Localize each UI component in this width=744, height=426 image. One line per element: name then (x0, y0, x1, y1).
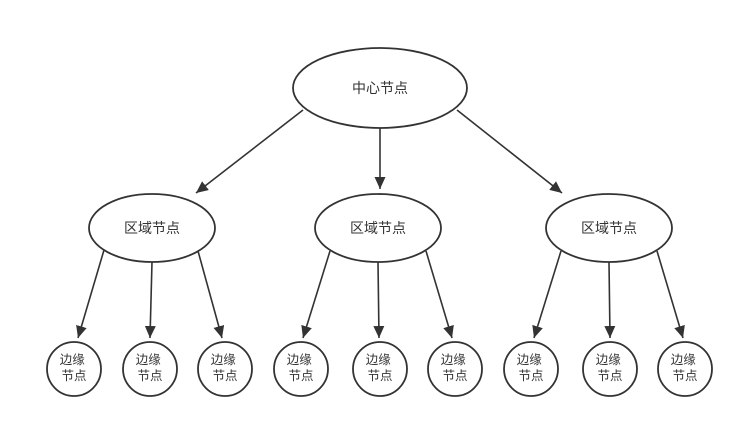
edge-node-8-label-line1: 边缘 (596, 353, 622, 367)
edge-node-2-label-line1: 边缘 (136, 353, 162, 367)
edge-node-3-label-line1: 边缘 (211, 353, 237, 367)
edge-node-9: 边缘 节点 (657, 341, 713, 397)
edge-node-3-label: 边缘 节点 (211, 353, 240, 383)
edge-node-5: 边缘 节点 (352, 341, 408, 397)
region-node-2-label: 区域节点 (350, 220, 406, 236)
edge-node-4-label-line1: 边缘 (287, 353, 313, 367)
region-node-1: 区域节点 (88, 193, 216, 263)
edge-node-4-label: 边缘 节点 (287, 353, 316, 383)
edge-node-6-label-line2: 节点 (442, 369, 467, 383)
region-node-2-ellipse (314, 193, 442, 263)
edge-node-3-circle (197, 341, 253, 397)
edge-node-9-label-line2: 节点 (672, 369, 697, 383)
edge-node-5-label: 边缘 节点 (366, 353, 395, 383)
edge-node-9-label-line1: 边缘 (671, 353, 697, 367)
edge-node-7-label-line2: 节点 (518, 369, 543, 383)
edge-node-8: 边缘 节点 (582, 341, 638, 397)
edge-node-8-circle (582, 341, 638, 397)
connector-region3-to-edge-7 (532, 250, 562, 339)
central-node-ellipse (292, 47, 468, 129)
edge-node-7-circle (503, 341, 559, 397)
edge-node-1: 边缘 节点 (46, 341, 102, 397)
edge-node-5-circle (352, 341, 408, 397)
edge-node-1-label: 边缘 节点 (60, 353, 89, 383)
connector-region2-to-edge-5 (373, 261, 385, 339)
connector-region3-to-edge-9 (656, 250, 685, 339)
edge-node-7-label-line1: 边缘 (517, 353, 543, 367)
edge-node-2: 边缘 节点 (122, 341, 178, 397)
connector-root-to-region-3 (456, 109, 563, 194)
edge-node-2-circle (122, 341, 178, 397)
edge-node-6-circle (427, 341, 483, 397)
connectors-level-1 (195, 109, 563, 194)
edge-node-8-label: 边缘 节点 (596, 353, 625, 383)
edge-node-4: 边缘 节点 (273, 341, 329, 397)
edge-node-7-label: 边缘 节点 (517, 353, 546, 383)
edge-node-1-label-line2: 节点 (61, 369, 86, 383)
connector-region3-to-edge-8 (604, 261, 616, 339)
connectors-level-2 (76, 249, 685, 339)
region-node-2: 区域节点 (314, 193, 442, 263)
edge-node-4-label-line2: 节点 (288, 369, 313, 383)
edge-node-8-label-line2: 节点 (597, 369, 622, 383)
edge-node-9-label: 边缘 节点 (671, 353, 700, 383)
edge-node-2-label-line2: 节点 (137, 369, 162, 383)
edge-node-9-circle (657, 341, 713, 397)
edge-node-6: 边缘 节点 (427, 341, 483, 397)
edge-node-1-label-line1: 边缘 (60, 353, 86, 367)
edge-node-3: 边缘 节点 (197, 341, 253, 397)
region-node-3-label: 区域节点 (581, 220, 637, 236)
edge-node-5-label-line2: 节点 (367, 369, 392, 383)
connector-region2-to-edge-4 (301, 250, 331, 339)
edge-node-5-label-line1: 边缘 (366, 353, 392, 367)
edge-node-4-circle (273, 341, 329, 397)
connector-region2-to-edge-6 (425, 250, 454, 339)
region-node-1-label: 区域节点 (124, 220, 180, 236)
connector-region1-to-edge-3 (197, 250, 225, 339)
connector-root-to-region-1 (195, 109, 304, 194)
edge-node-6-label: 边缘 节点 (441, 353, 470, 383)
edge-node-7: 边缘 节点 (503, 341, 559, 397)
connector-region1-to-edge-2 (144, 261, 156, 339)
central-node-label: 中心节点 (352, 80, 408, 96)
edge-node-2-label: 边缘 节点 (136, 353, 165, 383)
edge-node-6-label-line1: 边缘 (441, 353, 467, 367)
edge-node-3-label-line2: 节点 (212, 369, 237, 383)
central-node: 中心节点 (292, 47, 468, 129)
region-node-1-ellipse (88, 193, 216, 263)
edge-node-1-circle (46, 341, 102, 397)
connector-region1-to-edge-1 (76, 249, 105, 339)
region-node-3-ellipse (545, 193, 673, 263)
region-node-3: 区域节点 (545, 193, 673, 263)
